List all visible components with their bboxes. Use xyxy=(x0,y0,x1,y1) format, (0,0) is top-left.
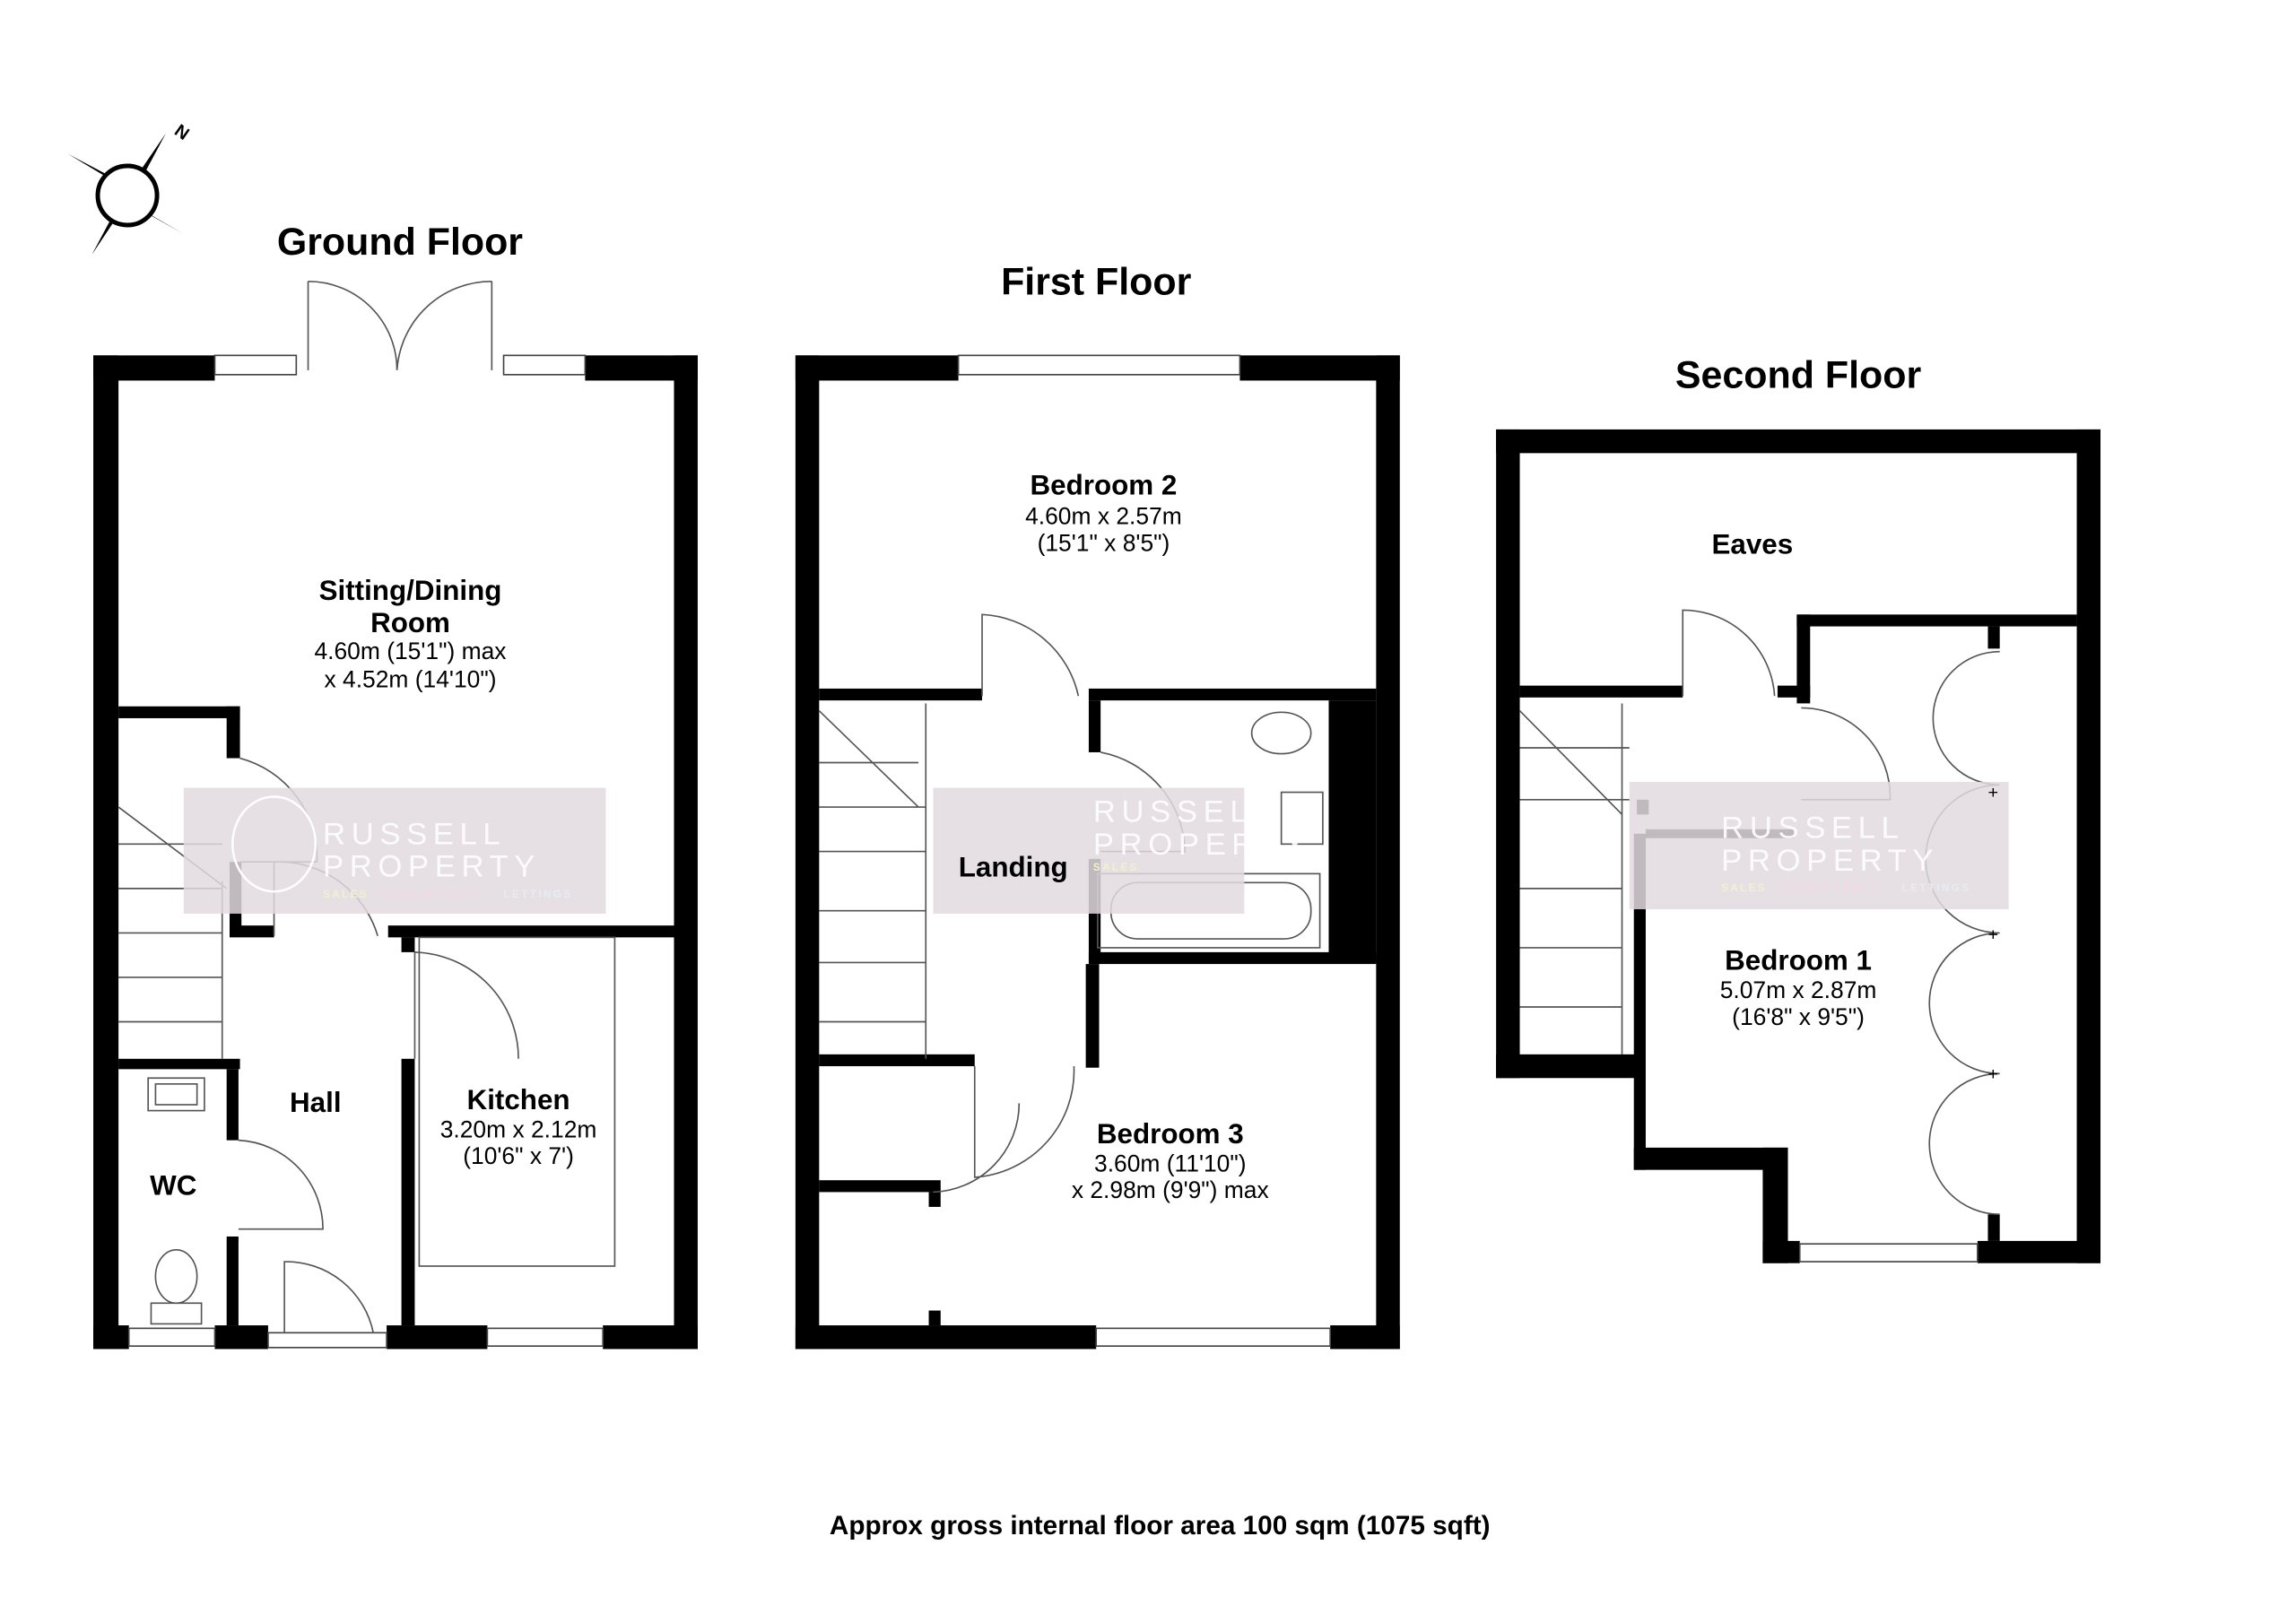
room-bedroom1-dim1: 5.07m x 2.87m xyxy=(1720,976,1877,1003)
ground-floor-plan xyxy=(93,280,698,1350)
svg-text:CONSULTANCY: CONSULTANCY xyxy=(1778,883,1880,894)
room-bedroom1-name: Bedroom 1 xyxy=(1725,945,1872,976)
room-kitchen-name: Kitchen xyxy=(467,1084,570,1115)
room-landing-name: Landing xyxy=(959,852,1068,883)
svg-text:RUSSELL: RUSSELL xyxy=(1721,812,1904,846)
svg-text:SALES: SALES xyxy=(1093,863,1139,873)
room-bedroom3-dim2: x 2.98m (9'9") max xyxy=(1072,1176,1269,1203)
wardrobe-handles: + + + xyxy=(1987,783,1998,1084)
svg-text:CONSULTANCY: CONSULTANCY xyxy=(379,890,482,900)
room-eaves-name: Eaves xyxy=(1712,529,1794,560)
svg-text:RUSSELL: RUSSELL xyxy=(1093,795,1276,829)
room-bedroom2-name: Bedroom 2 xyxy=(1031,470,1178,501)
room-sitting-dining-dim1: 4.60m (15'1") max xyxy=(314,638,506,664)
room-wc-name: WC xyxy=(150,1170,196,1202)
watermark-first: RUSSELL PROPERTY SALES xyxy=(933,787,1311,914)
room-sitting-dining-name: Sitting/Dining xyxy=(319,575,502,606)
room-bedroom3-name: Bedroom 3 xyxy=(1097,1118,1244,1150)
room-sitting-dining-dim2: x 4.52m (14'10") xyxy=(324,665,496,692)
svg-text:SALES: SALES xyxy=(323,890,369,900)
watermark-second: RUSSELL PROPERTY SALES CONSULTANCY LETTI… xyxy=(1629,781,2009,909)
svg-text:SALES: SALES xyxy=(1721,883,1767,894)
wardrobe-handle-icon: + xyxy=(1987,925,1998,945)
floor-area-caption: Approx gross internal floor area 100 sqm… xyxy=(830,1511,1491,1541)
compass-rose-icon: N xyxy=(67,121,193,256)
room-bedroom2-dim1: 4.60m x 2.57m xyxy=(1025,503,1182,530)
svg-text:PROPERTY: PROPERTY xyxy=(1721,844,1939,878)
room-hall-name: Hall xyxy=(290,1087,342,1118)
svg-text:PROPERTY: PROPERTY xyxy=(323,850,541,884)
ground-floor-title: Ground Floor xyxy=(277,221,523,264)
watermark-ground: RUSSELL PROPERTY SALES CONSULTANCY LETTI… xyxy=(183,787,606,914)
room-bedroom3-dim1: 3.60m (11'10") xyxy=(1094,1150,1247,1176)
room-kitchen-dim2: (10'6" x 7') xyxy=(463,1142,574,1169)
first-floor-title: First Floor xyxy=(1001,261,1192,304)
second-floor-plan xyxy=(1496,429,2100,1263)
room-kitchen-dim1: 3.20m x 2.12m xyxy=(440,1115,597,1142)
north-label: N xyxy=(170,121,192,144)
room-bedroom2-dim2: (15'1" x 8'5") xyxy=(1038,529,1170,556)
svg-text:LETTINGS: LETTINGS xyxy=(1902,883,1971,894)
room-bedroom1-dim2: (16'8" x 9'5") xyxy=(1732,1003,1865,1030)
room-sitting-dining-name2: Room xyxy=(370,607,450,638)
svg-text:LETTINGS: LETTINGS xyxy=(504,890,573,900)
second-floor-title: Second Floor xyxy=(1675,354,1922,397)
wardrobe-handle-icon: + xyxy=(1987,1064,1998,1084)
wardrobe-handle-icon: + xyxy=(1987,783,1998,803)
svg-text:PROPERTY: PROPERTY xyxy=(1093,828,1311,862)
svg-text:RUSSELL: RUSSELL xyxy=(323,817,506,851)
